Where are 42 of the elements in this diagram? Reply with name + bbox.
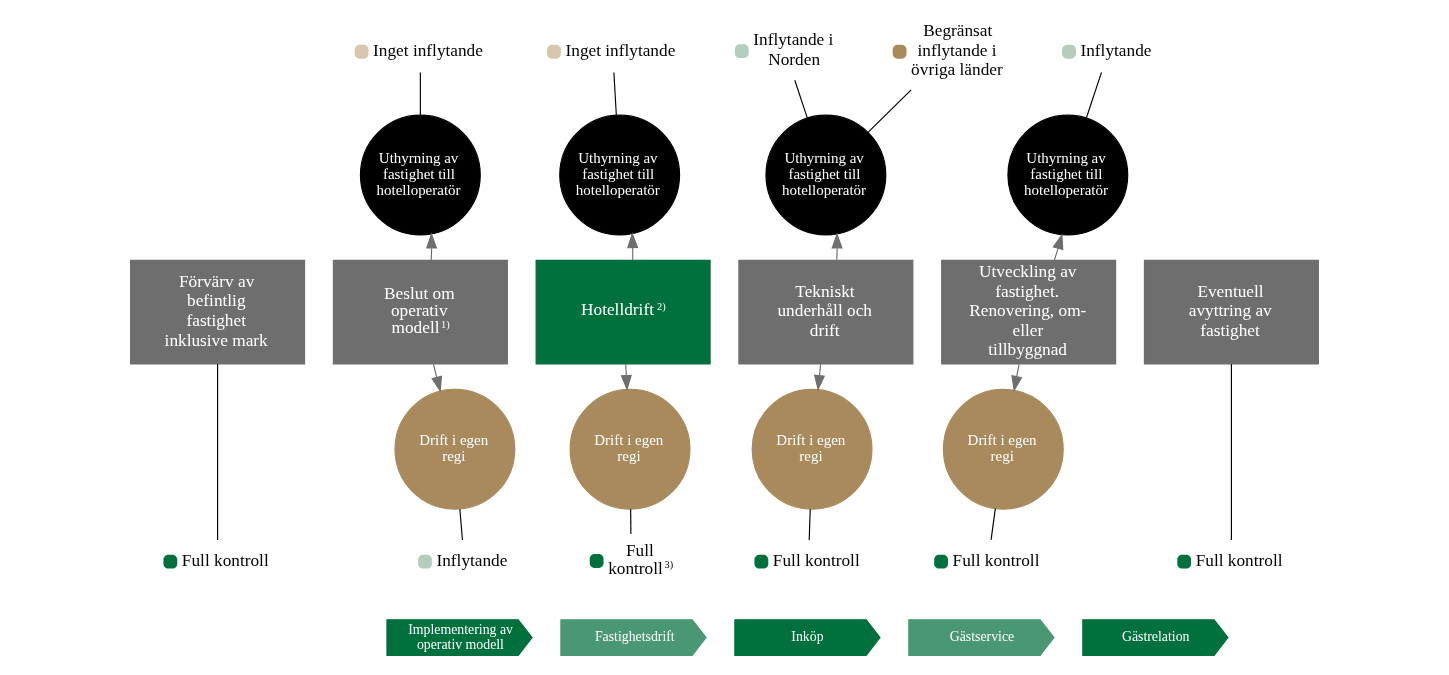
connector xyxy=(630,508,632,535)
node-circle: Uthyrning av fastighet till hotelloperatör xyxy=(359,114,481,236)
arrow xyxy=(831,232,843,261)
connector xyxy=(867,89,912,133)
node-label: Begränsat inflytande i övriga länder xyxy=(911,21,1003,80)
node-circle: Drift i egen regi xyxy=(394,388,516,510)
node-box: Förvärv av befintlig fastighet inklusive mark xyxy=(130,259,306,365)
node-circle: Uthyrning av fastighet till hotelloperatör xyxy=(1007,114,1129,236)
arrow xyxy=(1011,363,1023,392)
connector xyxy=(1230,363,1232,541)
node-label: Inget inflytande xyxy=(373,40,483,60)
node-box: Utveckling av fastighet. Renovering, om- eller tillbyggnad xyxy=(941,259,1117,365)
arrow xyxy=(813,363,826,392)
node-label: Full kontroll xyxy=(952,550,1040,570)
node-label: Full kontroll$^{3)}$ xyxy=(608,541,674,578)
node-label: Inflytande xyxy=(436,550,508,570)
node-label: Inflytande xyxy=(1080,40,1152,60)
node-box: Beslut om operativ modell$^{1)}$ xyxy=(332,259,508,365)
node-box: Eventuell avyttring av fastighet xyxy=(1143,259,1319,365)
node-label: Full kontroll xyxy=(772,550,860,570)
arrow xyxy=(431,363,443,393)
connector xyxy=(459,508,464,541)
node-label: Full kontroll xyxy=(181,550,269,570)
node-circle: Drift i egen regi xyxy=(942,388,1064,510)
node-label: Inflytande i Norden xyxy=(753,30,834,70)
node-circle: Drift i egen regi xyxy=(569,388,691,510)
connector xyxy=(217,363,219,541)
node-circle: Uthyrning av fastighet till hotelloperatör xyxy=(559,114,681,236)
connector xyxy=(990,508,996,541)
node-box: Hotelldrift$^{2)}$ xyxy=(535,259,711,365)
arrow xyxy=(620,363,632,392)
connector xyxy=(808,508,811,541)
arrow xyxy=(1052,233,1064,261)
connector xyxy=(1085,71,1103,119)
node-label: Inget inflytande xyxy=(565,40,676,60)
node-circle: Uthyrning av fastighet till hotelloperatör xyxy=(765,114,887,236)
connector xyxy=(613,71,617,116)
connector xyxy=(794,79,808,119)
node-circle: Drift i egen regi xyxy=(751,388,873,510)
connector xyxy=(419,71,421,116)
node-label: Full kontroll xyxy=(1195,550,1283,570)
node-box: Tekniskt underhåll och drift xyxy=(738,259,914,365)
